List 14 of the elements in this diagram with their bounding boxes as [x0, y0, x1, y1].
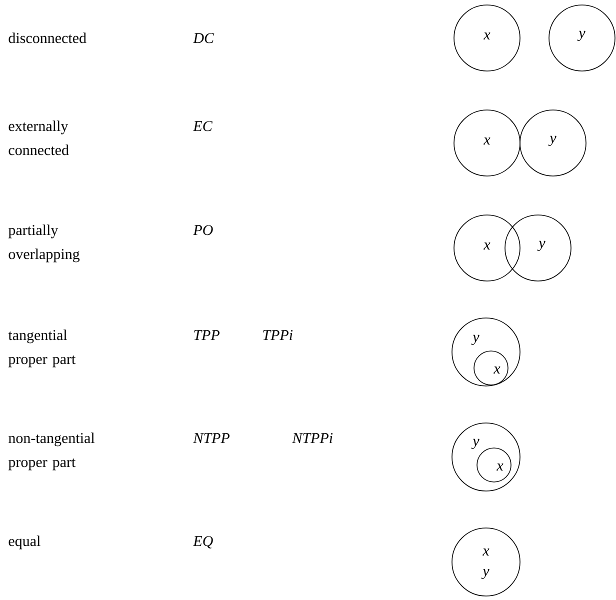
relation-abbreviation: NTPPi	[292, 433, 333, 443]
relation-abbreviation: EQ	[193, 536, 213, 548]
relation-name: partially overlapping	[8, 224, 80, 262]
relation-name: tangential proper part	[8, 330, 76, 368]
relation-abbreviation: TPPi	[263, 330, 293, 340]
relation-abbreviation: DC	[193, 33, 214, 44]
relation-name: disconnected	[8, 32, 86, 44]
relation-abbreviation: NTPP	[193, 433, 230, 443]
relation-name: non-tangential proper part	[8, 432, 95, 470]
relation-abbreviation: EC	[193, 121, 213, 132]
relation-name: equal	[8, 536, 40, 550]
relation-name: externally connected	[8, 120, 69, 156]
relation-abbreviation: TPP	[194, 330, 220, 340]
relation-abbreviation: PO	[193, 225, 213, 236]
